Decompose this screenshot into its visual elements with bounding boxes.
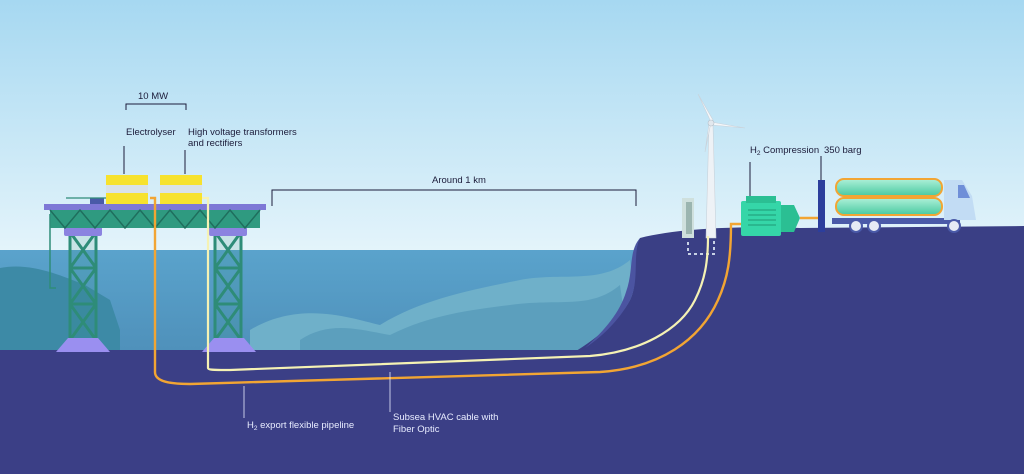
cliff-highlight	[585, 238, 640, 348]
wind-turbine-blades	[697, 93, 746, 153]
onshore-substation-face	[686, 202, 692, 234]
platform-riser	[49, 214, 56, 289]
compression-label-prefix: H	[750, 145, 757, 156]
leg-foot-right	[202, 338, 256, 352]
pipeline-label-prefix: H	[247, 420, 254, 431]
underwater-rock-mid-shade	[300, 285, 630, 355]
pipeline-label-subscript: 2	[253, 425, 258, 432]
compression-label: H2 Compression	[750, 145, 819, 159]
electrolyser-label: Electrolyser	[126, 127, 176, 138]
cable-label-line2: Fiber Optic	[393, 424, 440, 435]
transformers-label-line1: High voltage transformers	[188, 127, 297, 138]
transformer-module	[160, 175, 202, 185]
subsea-hvac-cable	[202, 196, 710, 372]
transformers-label-line2: and rectifiers	[188, 138, 243, 149]
cable-label-line1: Subsea HVAC cable with	[393, 412, 499, 423]
compression-label-subscript: 2	[756, 150, 761, 157]
platform-jacket-right	[213, 230, 243, 342]
transformer-module-band	[160, 185, 202, 193]
transformer-module-base	[160, 193, 202, 204]
power-label: 10 MW	[138, 91, 169, 102]
substation-dashed-outline	[687, 238, 715, 255]
compressor-motor	[781, 205, 800, 232]
power-bracket	[125, 103, 187, 110]
truck-tank-bottom	[835, 197, 943, 216]
truck-cab	[944, 180, 976, 220]
truck-wheel-3	[947, 219, 961, 233]
compressor-top	[746, 196, 776, 203]
truck-tank-top	[835, 178, 943, 197]
truck-wheel-2	[867, 219, 881, 233]
truck-chassis	[832, 218, 960, 224]
leg-foot-left	[56, 338, 110, 352]
distance-label: Around 1 km	[432, 175, 486, 186]
electrolyser-module-base	[106, 193, 148, 204]
leg-cap-right	[209, 226, 247, 236]
electrolyser-module	[106, 175, 148, 185]
truck-wheel-1	[849, 219, 863, 233]
compressor-unit	[741, 201, 781, 236]
shore-cliff	[560, 226, 1024, 474]
truck-cab-window	[958, 185, 970, 198]
platform-jacket-left	[68, 230, 98, 342]
distance-bracket	[271, 189, 637, 206]
pipeline-label: H2 export flexible pipeline	[247, 420, 354, 434]
pressure-stack	[818, 180, 825, 232]
compressor-vents	[748, 209, 776, 226]
wind-turbine-hub	[707, 119, 715, 127]
pipeline-label-suffix: export flexible pipeline	[257, 420, 355, 431]
pressure-label: 350 barg	[824, 145, 862, 156]
compression-label-suffix: Compression	[760, 145, 820, 156]
deck-equipment	[90, 198, 104, 204]
h2-export-pipeline	[150, 196, 741, 386]
leg-cap-left	[64, 226, 102, 236]
electrolyser-module-band	[106, 185, 148, 193]
